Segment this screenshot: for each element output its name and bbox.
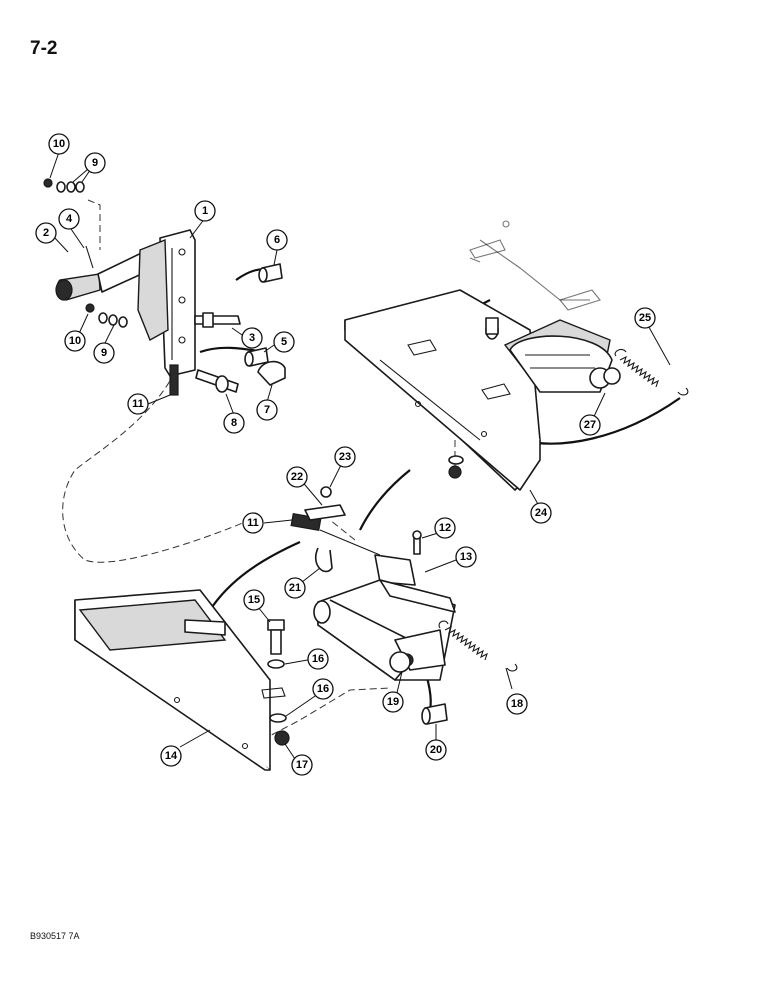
- callout-2: 2: [35, 222, 57, 244]
- callout-9-lower: 9: [93, 342, 115, 364]
- callout-14: 14: [160, 745, 182, 767]
- callout-label: 15: [248, 594, 260, 606]
- callout-11-lower: 11: [242, 512, 264, 534]
- callout-1: 1: [194, 200, 216, 222]
- callout-label: 7: [264, 404, 270, 416]
- callout-label: 13: [460, 551, 472, 563]
- callout-label: 12: [439, 522, 451, 534]
- callout-10-upper: 10: [48, 133, 70, 155]
- callout-label: 11: [247, 517, 259, 529]
- callout-12: 12: [434, 517, 456, 539]
- callout-label: 20: [430, 744, 442, 756]
- pivot-shaft-assembly: [313, 579, 456, 681]
- lower-bushing: [421, 703, 448, 725]
- callout-6: 6: [266, 229, 288, 251]
- callout-label: 19: [387, 696, 399, 708]
- callout-label: 27: [584, 419, 596, 431]
- callout-23: 23: [334, 446, 356, 468]
- callout-label: 16: [312, 653, 324, 665]
- callout-label: 22: [291, 471, 303, 483]
- callout-3: 3: [241, 327, 263, 349]
- callout-4: 4: [58, 208, 80, 230]
- callout-label: 6: [274, 234, 280, 246]
- callout-label: 9: [92, 157, 98, 169]
- callout-24: 24: [530, 502, 552, 524]
- callout-label: 5: [281, 336, 287, 348]
- callout-11-upper: 11: [127, 393, 149, 415]
- page-number: 7-2: [30, 38, 58, 59]
- callout-16-upper: 16: [307, 648, 329, 670]
- callout-18: 18: [506, 693, 528, 715]
- callout-22: 22: [286, 466, 308, 488]
- hand-lever-assembly: [43, 178, 286, 396]
- callout-8: 8: [223, 412, 245, 434]
- figure-code: B930517 7A: [30, 931, 80, 941]
- callout-label: 17: [296, 759, 308, 771]
- lower-fasteners: [267, 619, 290, 746]
- callout-label: 23: [339, 451, 351, 463]
- callout-21: 21: [284, 577, 306, 599]
- callout-label: 11: [132, 398, 144, 410]
- callout-label: 21: [289, 582, 301, 594]
- callout-25: 25: [634, 307, 656, 329]
- callout-label: 3: [249, 332, 255, 344]
- callout-16-lower: 16: [312, 678, 334, 700]
- callout-label: 24: [535, 507, 548, 519]
- callout-label: 10: [53, 138, 65, 150]
- callout-20: 20: [425, 739, 447, 761]
- pedal-assembly: [448, 317, 621, 479]
- callout-label: 2: [43, 227, 49, 239]
- upper-linkage-ghost: [469, 220, 601, 311]
- callout-9-upper: 9: [84, 152, 106, 174]
- callout-13: 13: [455, 546, 477, 568]
- callout-19: 19: [382, 691, 404, 713]
- callout-17: 17: [291, 754, 313, 776]
- upper-spring: [614, 348, 689, 396]
- callout-label: 25: [639, 312, 651, 324]
- callout-label: 4: [66, 213, 73, 225]
- lower-spring: [438, 620, 518, 672]
- callout-label: 10: [69, 335, 81, 347]
- lower-mounting-bracket: [74, 589, 286, 771]
- callout-27: 27: [579, 414, 601, 436]
- callout-label: 9: [101, 347, 107, 359]
- callout-label: 18: [511, 698, 523, 710]
- callout-label: 8: [231, 417, 237, 429]
- callout-10-lower: 10: [64, 330, 86, 352]
- callout-5: 5: [273, 331, 295, 353]
- callout-7: 7: [256, 399, 278, 421]
- callout-label: 14: [165, 750, 178, 762]
- cable-and-clamp: [290, 486, 422, 586]
- callout-label: 16: [317, 683, 329, 695]
- callout-label: 1: [202, 205, 208, 217]
- callout-15: 15: [243, 589, 265, 611]
- upper-mounting-bracket: [344, 289, 541, 491]
